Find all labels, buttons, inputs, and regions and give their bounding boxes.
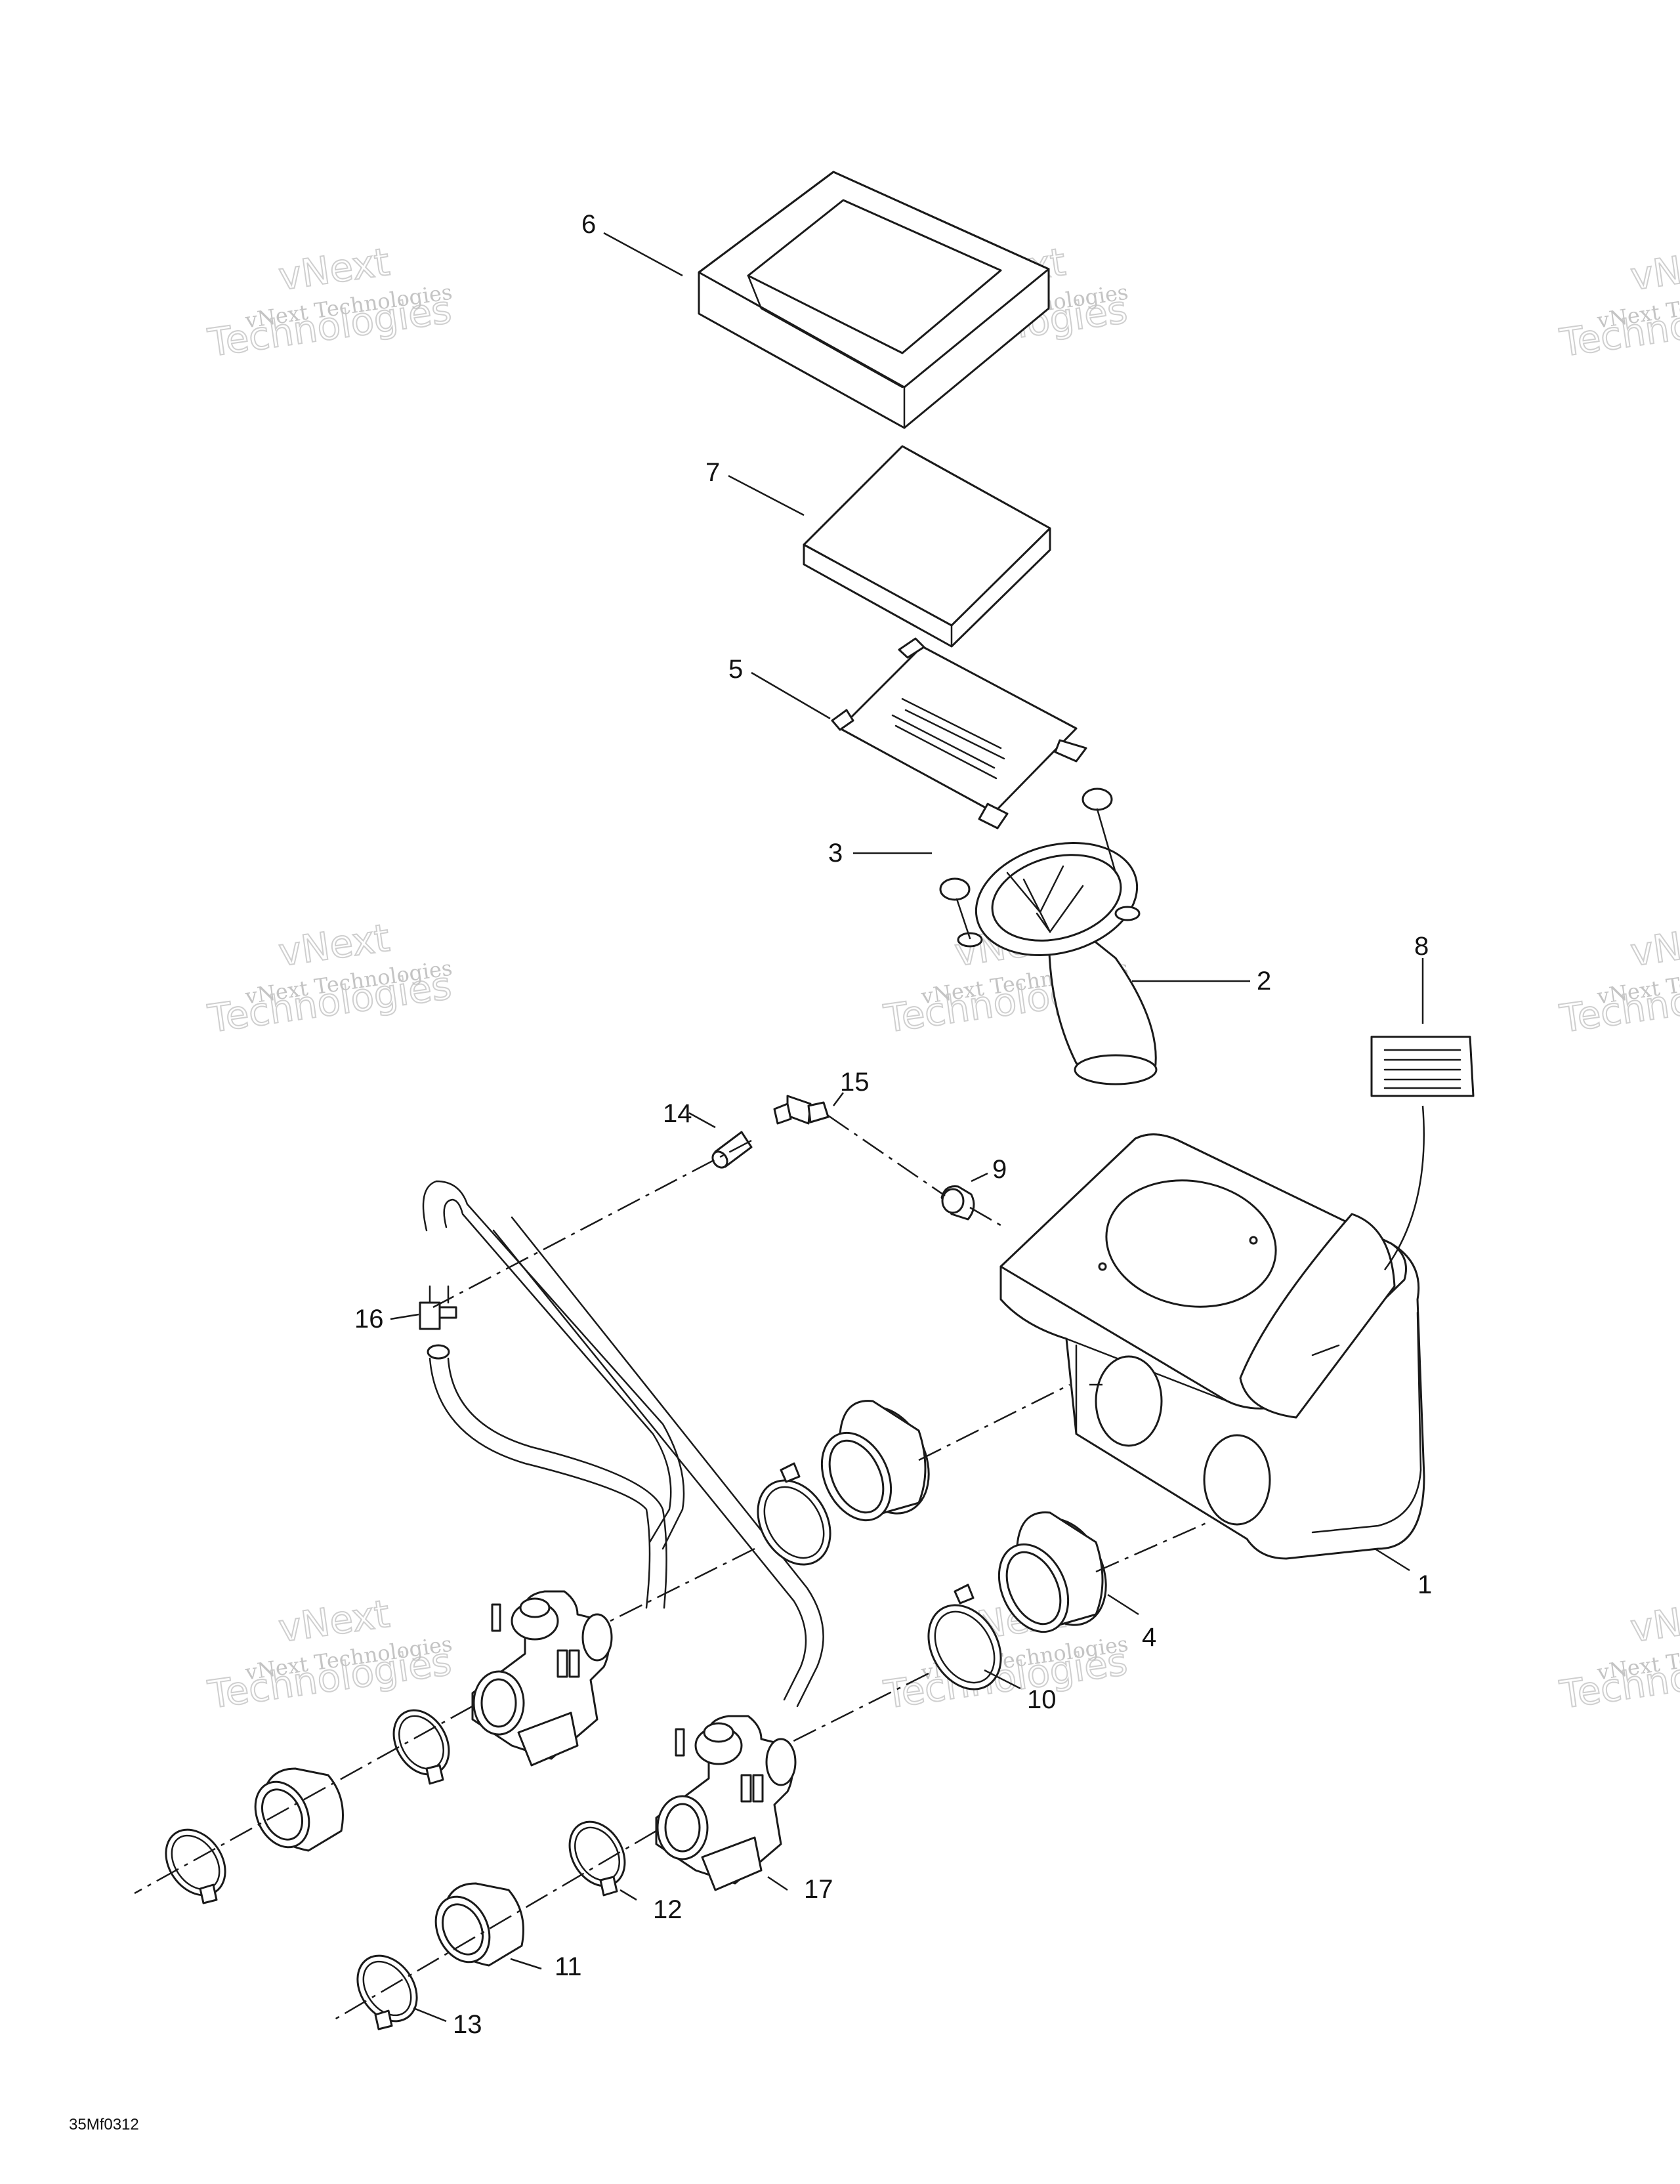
part-10-clamp-lower bbox=[927, 1584, 1002, 1690]
assembly-lines bbox=[134, 1114, 1208, 2023]
watermark-vnext: vNext bbox=[1628, 240, 1680, 299]
part-8-label bbox=[1370, 1036, 1475, 1097]
part-2-intake-silencer bbox=[957, 841, 1158, 1085]
callout-11: 11 bbox=[555, 1952, 582, 1981]
callout-6: 6 bbox=[581, 210, 596, 239]
part-10-clamp-upper bbox=[757, 1462, 831, 1566]
callout-16: 16 bbox=[354, 1305, 384, 1334]
callout-12: 12 bbox=[653, 1895, 682, 1924]
callout-7: 7 bbox=[705, 458, 720, 487]
part-12-clamp-right bbox=[568, 1820, 626, 1897]
part-11-sleeve-right bbox=[434, 1882, 524, 1967]
callout-labels: 6 7 5 3 2 8 14 15 9 16 1 4 10 17 12 11 1… bbox=[354, 210, 1432, 2039]
part-11-sleeve-left bbox=[254, 1767, 344, 1852]
part-12-clamp-left bbox=[392, 1709, 450, 1785]
callout-15: 15 bbox=[840, 1068, 870, 1097]
callout-4: 4 bbox=[1142, 1623, 1156, 1652]
callout-14: 14 bbox=[663, 1099, 692, 1128]
part-7-filter-pad bbox=[803, 445, 1051, 648]
watermark-vnext: vNext bbox=[1628, 1591, 1680, 1651]
part-4-adaptor-lower bbox=[998, 1511, 1107, 1633]
part-17-carburetor-left bbox=[471, 1590, 613, 1767]
drawing-code: 35Mf0312 bbox=[69, 2116, 139, 2133]
part-9-grommet bbox=[940, 1185, 975, 1221]
part-15-tee-fitting bbox=[773, 1095, 830, 1125]
part-17-carburetor-right bbox=[655, 1715, 797, 1891]
callout-5: 5 bbox=[728, 655, 743, 684]
part-6-foam-frame bbox=[698, 171, 1050, 429]
part-5-plate bbox=[831, 637, 1087, 830]
callout-3: 3 bbox=[828, 839, 843, 868]
callout-8: 8 bbox=[1414, 932, 1429, 961]
part-4-adaptor-upper bbox=[820, 1400, 930, 1522]
callout-1: 1 bbox=[1418, 1570, 1432, 1599]
callout-9: 9 bbox=[992, 1155, 1007, 1184]
part-13-clamp-left bbox=[165, 1828, 226, 1904]
watermark-group: Technologies vNext vNext Technologies Te… bbox=[205, 239, 1680, 1718]
part-1-intake-box bbox=[999, 1133, 1425, 1560]
callout-2: 2 bbox=[1257, 967, 1271, 996]
part-16-hoses bbox=[419, 1180, 824, 1708]
callout-13: 13 bbox=[453, 2010, 482, 2039]
callout-17: 17 bbox=[804, 1875, 833, 1904]
callout-10: 10 bbox=[1027, 1685, 1057, 1714]
part-3-clips bbox=[939, 788, 1117, 940]
watermark-vnext: vNext bbox=[1628, 915, 1680, 975]
leader-lines bbox=[390, 232, 1425, 2023]
